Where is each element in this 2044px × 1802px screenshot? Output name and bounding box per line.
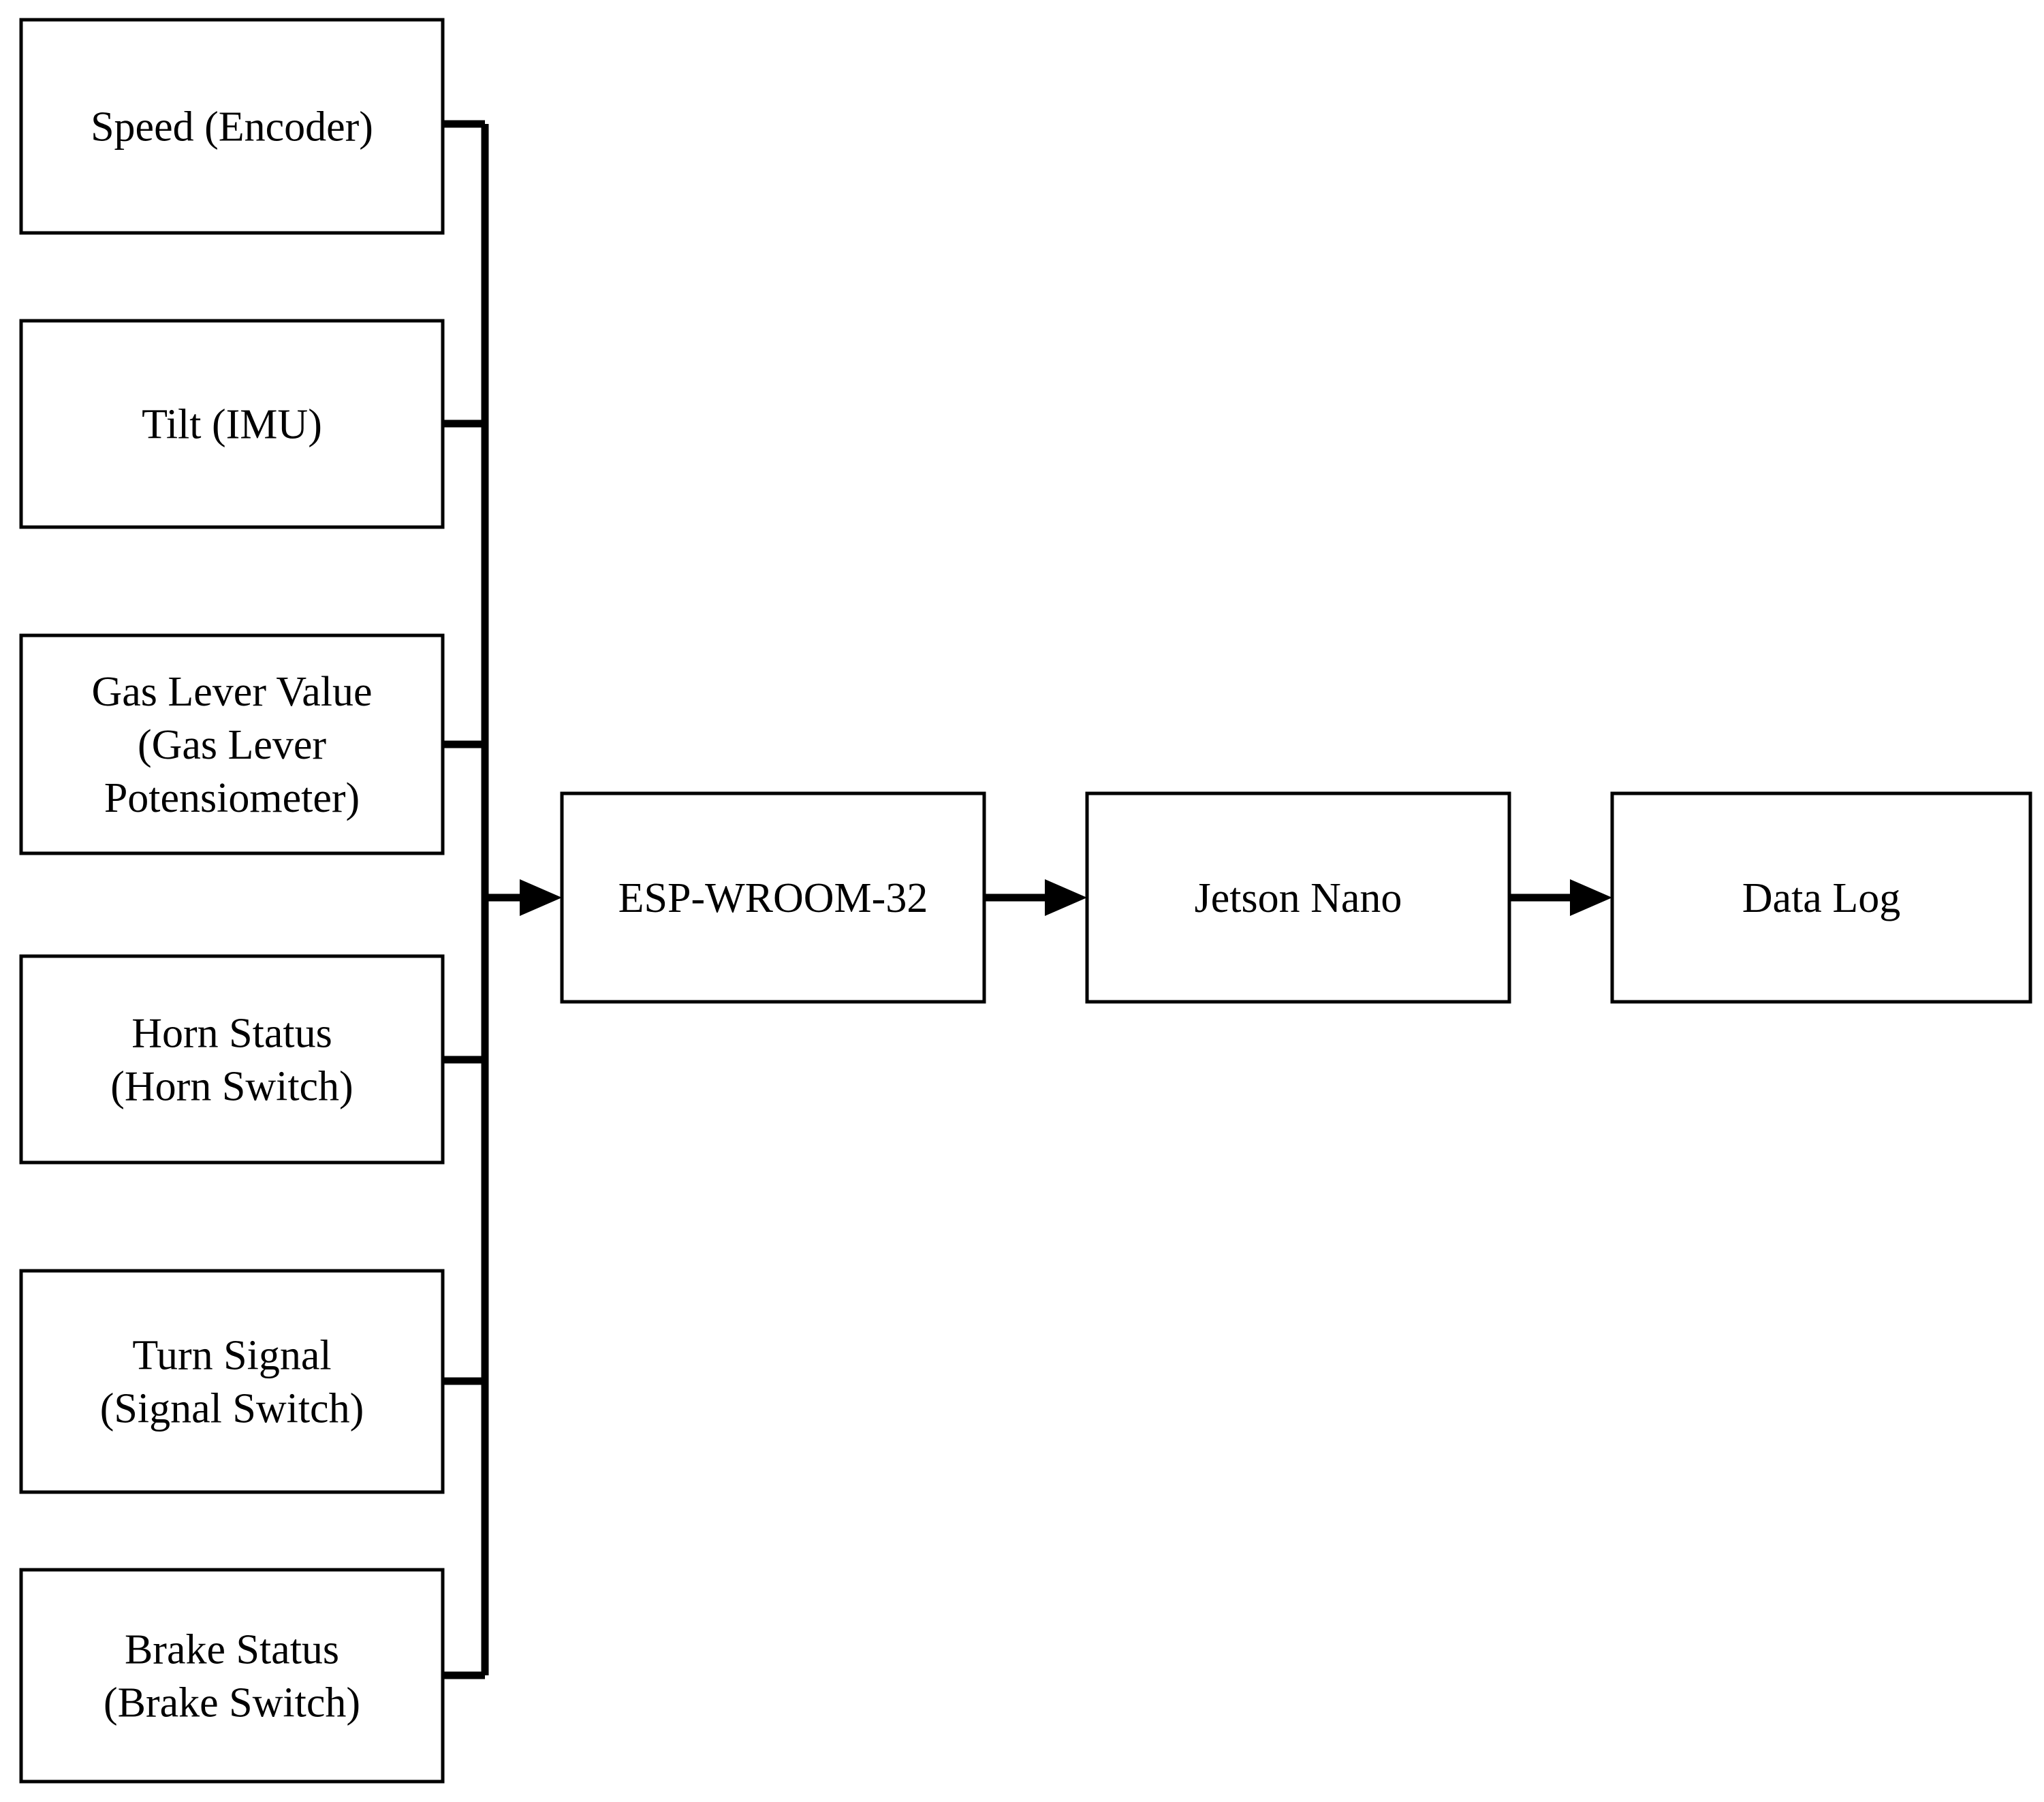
node-gas-lever-value-box[interactable]: [19, 633, 445, 855]
node-tilt-imu-box[interactable]: [19, 319, 445, 529]
node-turn-signal[interactable]: Turn Signal(Signal Switch): [19, 1269, 445, 1494]
node-data-log-label: Data Log: [1742, 875, 1900, 921]
node-brake-status[interactable]: Brake Status(Brake Switch): [19, 1568, 445, 1784]
node-data-log-box[interactable]: [1610, 791, 2032, 1004]
arrow-esp-to-jetson: [984, 879, 1087, 916]
node-jetson-nano-box[interactable]: [1085, 791, 1511, 1004]
node-turn-signal-label: Turn Signal(Signal Switch): [100, 1333, 364, 1432]
flow-arrow-group: [485, 879, 1612, 916]
node-jetson-nano[interactable]: Jetson Nano: [1085, 791, 1511, 1004]
node-tilt-imu-label: Tilt (IMU): [142, 402, 322, 448]
processing-chain-group: ESP-WROOM-32 Jetson Nano Data Log: [560, 791, 2032, 1004]
node-speed-encoder-label: Speed (Encoder): [91, 104, 373, 151]
arrow-jetson-to-datalog: [1509, 879, 1612, 916]
arrow-jetson-to-datalog-head: [1570, 879, 1612, 916]
node-data-log[interactable]: Data Log: [1610, 791, 2032, 1004]
sensor-input-group: Speed (Encoder) Tilt (IMU) Gas Lever Val…: [19, 18, 445, 1784]
arrow-bus-to-esp-head: [520, 879, 562, 916]
node-esp-wroom-32[interactable]: ESP-WROOM-32: [560, 791, 986, 1004]
node-horn-status-label: Horn Status(Horn Switch): [110, 1011, 353, 1110]
node-tilt-imu[interactable]: Tilt (IMU): [19, 319, 445, 529]
node-brake-status-label: Brake Status(Brake Switch): [104, 1627, 360, 1726]
node-speed-encoder-box[interactable]: [19, 18, 445, 235]
node-turn-signal-box[interactable]: [19, 1269, 445, 1494]
arrow-bus-to-esp: [485, 879, 562, 916]
node-brake-status-box[interactable]: [19, 1568, 445, 1784]
node-esp-wroom-32-label: ESP-WROOM-32: [618, 875, 928, 921]
arrow-esp-to-jetson-head: [1045, 879, 1087, 916]
node-horn-status-box[interactable]: [19, 954, 445, 1165]
node-horn-status[interactable]: Horn Status(Horn Switch): [19, 954, 445, 1165]
sensor-connector-group: [443, 120, 485, 1679]
node-jetson-nano-label: Jetson Nano: [1195, 875, 1402, 921]
node-speed-encoder[interactable]: Speed (Encoder): [19, 18, 445, 235]
